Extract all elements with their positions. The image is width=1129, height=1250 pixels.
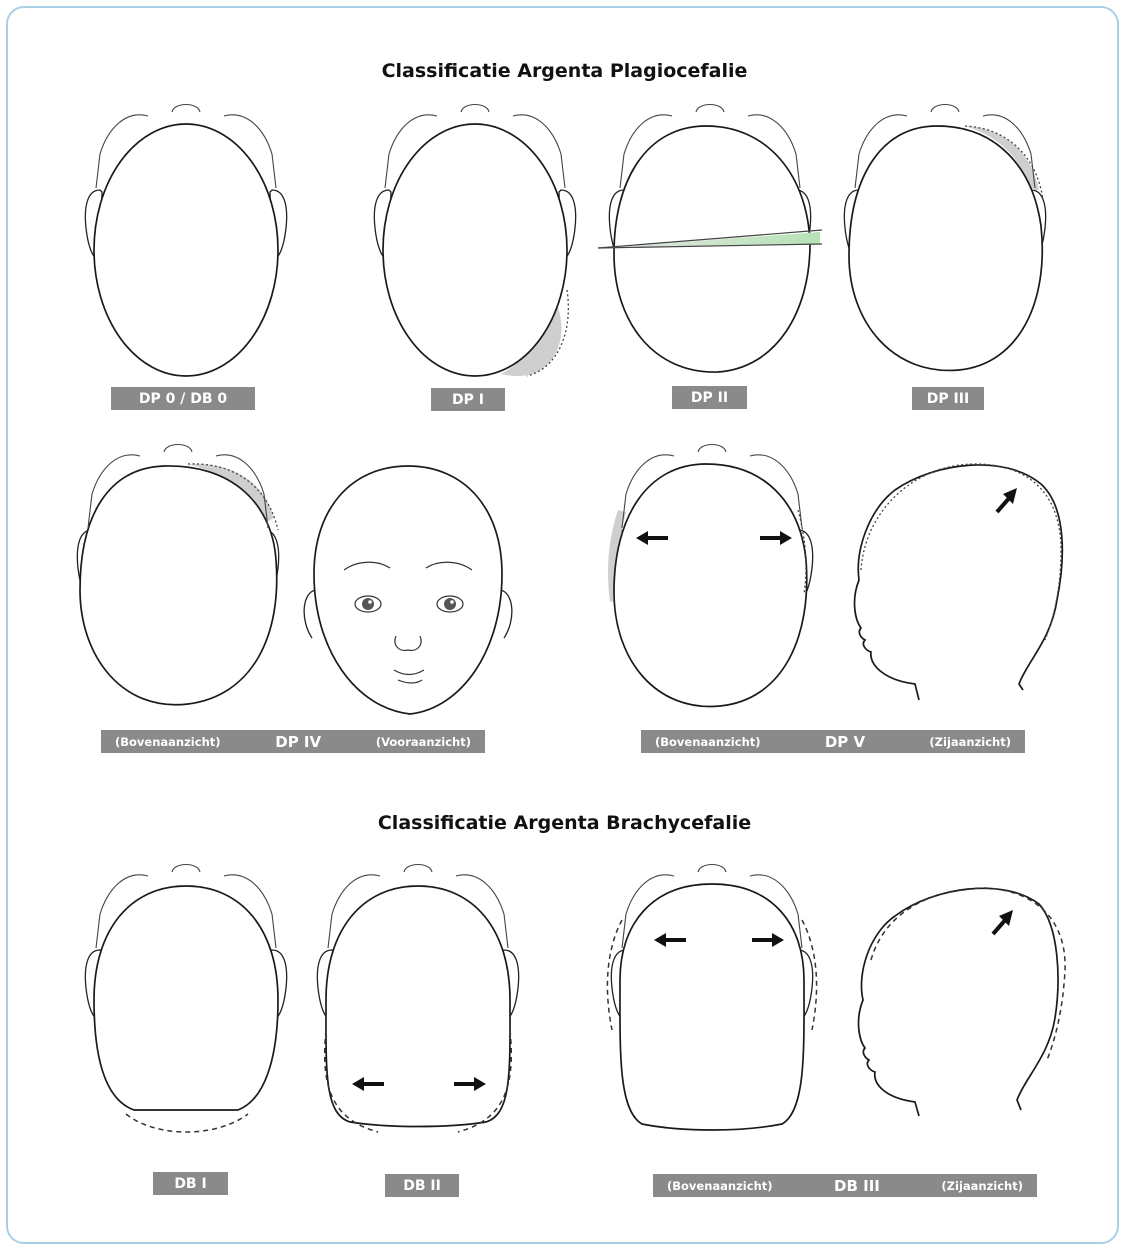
label-dp5-top-view: (Bovenaanzicht) bbox=[655, 735, 761, 749]
label-dp1: DP I bbox=[431, 388, 505, 411]
head-db1 bbox=[85, 865, 286, 1133]
head-dp3 bbox=[844, 105, 1045, 371]
head-dp1 bbox=[374, 105, 575, 377]
label-dp3: DP III bbox=[912, 387, 984, 410]
head-dp0 bbox=[85, 105, 286, 377]
head-dp4-front bbox=[304, 466, 512, 714]
label-dp5-main: DP V bbox=[825, 733, 865, 751]
label-dp4-main: DP IV bbox=[275, 733, 321, 751]
label-db3-side-view: (Zijaanzicht) bbox=[941, 1179, 1023, 1193]
label-dp5: (Bovenaanzicht) DP V (Zijaanzicht) bbox=[641, 730, 1025, 753]
label-db1: DB I bbox=[153, 1172, 228, 1195]
head-dp5-top bbox=[608, 445, 813, 707]
label-dp0-db0: DP 0 / DB 0 bbox=[111, 387, 255, 410]
label-db2: DB II bbox=[385, 1174, 459, 1197]
head-db3-top bbox=[607, 865, 816, 1131]
label-db3-top-view: (Bovenaanzicht) bbox=[667, 1179, 773, 1193]
label-dp4-top-view: (Bovenaanzicht) bbox=[115, 735, 221, 749]
label-dp4: (Bovenaanzicht) DP IV (Vooraanzicht) bbox=[101, 730, 485, 753]
head-dp5-side bbox=[855, 464, 1063, 700]
label-db3: (Bovenaanzicht) DB III (Zijaanzicht) bbox=[653, 1174, 1037, 1197]
label-dp5-side-view: (Zijaanzicht) bbox=[929, 735, 1011, 749]
label-dp2: DP II bbox=[672, 386, 747, 409]
head-db3-side bbox=[859, 888, 1066, 1116]
label-db3-main: DB III bbox=[834, 1177, 880, 1195]
label-dp4-front-view: (Vooraanzicht) bbox=[376, 735, 471, 749]
head-db2 bbox=[317, 865, 518, 1133]
head-dp4-top bbox=[77, 445, 278, 705]
head-dp2 bbox=[598, 105, 822, 373]
